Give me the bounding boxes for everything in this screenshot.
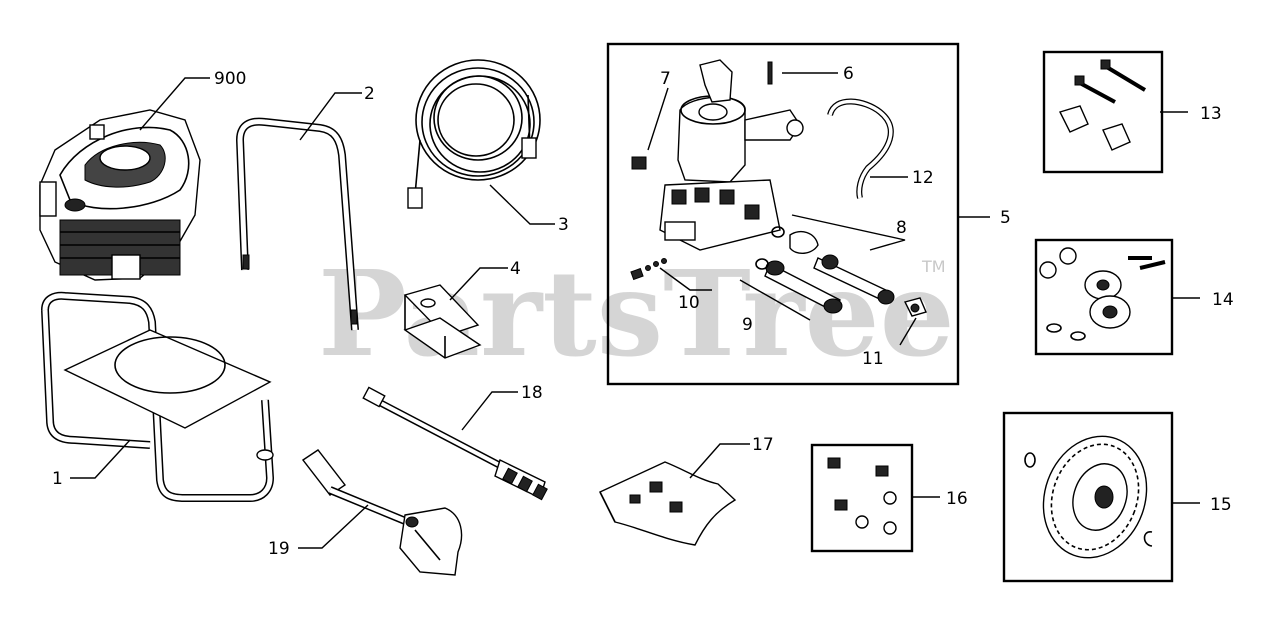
callout-900: 900 (214, 69, 246, 89)
leader-18 (461, 391, 518, 431)
part-inlet-kit[interactable] (755, 258, 843, 314)
part-fastener-kit[interactable] (827, 457, 897, 535)
pump-assembly-box (606, 42, 960, 386)
watermark: PartsTree TM (318, 244, 955, 383)
callout-1: 1 (52, 469, 63, 489)
part-spray-wand[interactable] (362, 386, 548, 501)
callout-2: 2 (364, 84, 375, 104)
wheel-box (1002, 411, 1174, 583)
callout-14: 14 (1212, 290, 1234, 310)
part-spray-gun[interactable] (301, 449, 463, 576)
callout-7: 7 (660, 69, 671, 89)
leader-11 (899, 317, 917, 346)
callout-labels: 900 2 3 4 1 18 19 17 5 6 7 12 8 10 9 11 … (52, 64, 1234, 559)
leader-10 (659, 267, 712, 291)
watermark-trademark: TM (921, 257, 946, 276)
callout-16: 16 (946, 489, 968, 509)
callout-8: 8 (896, 218, 907, 238)
callout-6: 6 (843, 64, 854, 84)
part-frame[interactable] (41, 291, 275, 502)
leader-19 (298, 504, 369, 549)
callout-19: 19 (268, 539, 290, 559)
callout-13: 13 (1200, 104, 1222, 124)
leader-7 (647, 87, 669, 151)
callout-17: 17 (752, 435, 774, 455)
leader-900 (139, 77, 210, 131)
leader-8 (791, 214, 906, 251)
leader-lines (70, 72, 1200, 549)
leader-2 (299, 92, 362, 141)
part-handle[interactable] (235, 117, 359, 331)
part-high-pressure-hose[interactable] (407, 59, 541, 209)
part-engine[interactable] (39, 109, 201, 281)
callout-5: 5 (1000, 208, 1011, 228)
fastener-kit-box (810, 443, 914, 553)
callout-9: 9 (742, 315, 753, 335)
leader-4 (449, 267, 508, 301)
leader-9 (739, 279, 811, 321)
callout-11: 11 (862, 349, 884, 369)
callout-15: 15 (1210, 495, 1232, 515)
part-bolt-kit[interactable] (1059, 59, 1147, 151)
wheel-hardware-box (1034, 238, 1174, 356)
part-valve-kit[interactable] (630, 258, 667, 281)
part-washer[interactable] (903, 297, 927, 317)
callout-4: 4 (510, 259, 521, 279)
leader-3 (489, 184, 555, 225)
part-pump-assembly[interactable] (631, 59, 804, 251)
part-wheel[interactable] (1024, 422, 1163, 573)
callout-12: 12 (912, 168, 934, 188)
part-bracket[interactable] (403, 284, 482, 359)
callout-10: 10 (678, 293, 700, 313)
part-wheel-hardware[interactable] (1039, 247, 1166, 341)
part-pin[interactable] (767, 61, 773, 85)
leader-17 (689, 443, 750, 479)
part-nozzle-set[interactable] (771, 226, 895, 305)
callout-3: 3 (558, 215, 569, 235)
part-tube[interactable] (827, 98, 894, 199)
watermark-text: PartsTree (318, 244, 955, 383)
leader-1 (70, 439, 131, 479)
callout-18: 18 (521, 383, 543, 403)
part-hardware-bag[interactable] (599, 461, 737, 546)
